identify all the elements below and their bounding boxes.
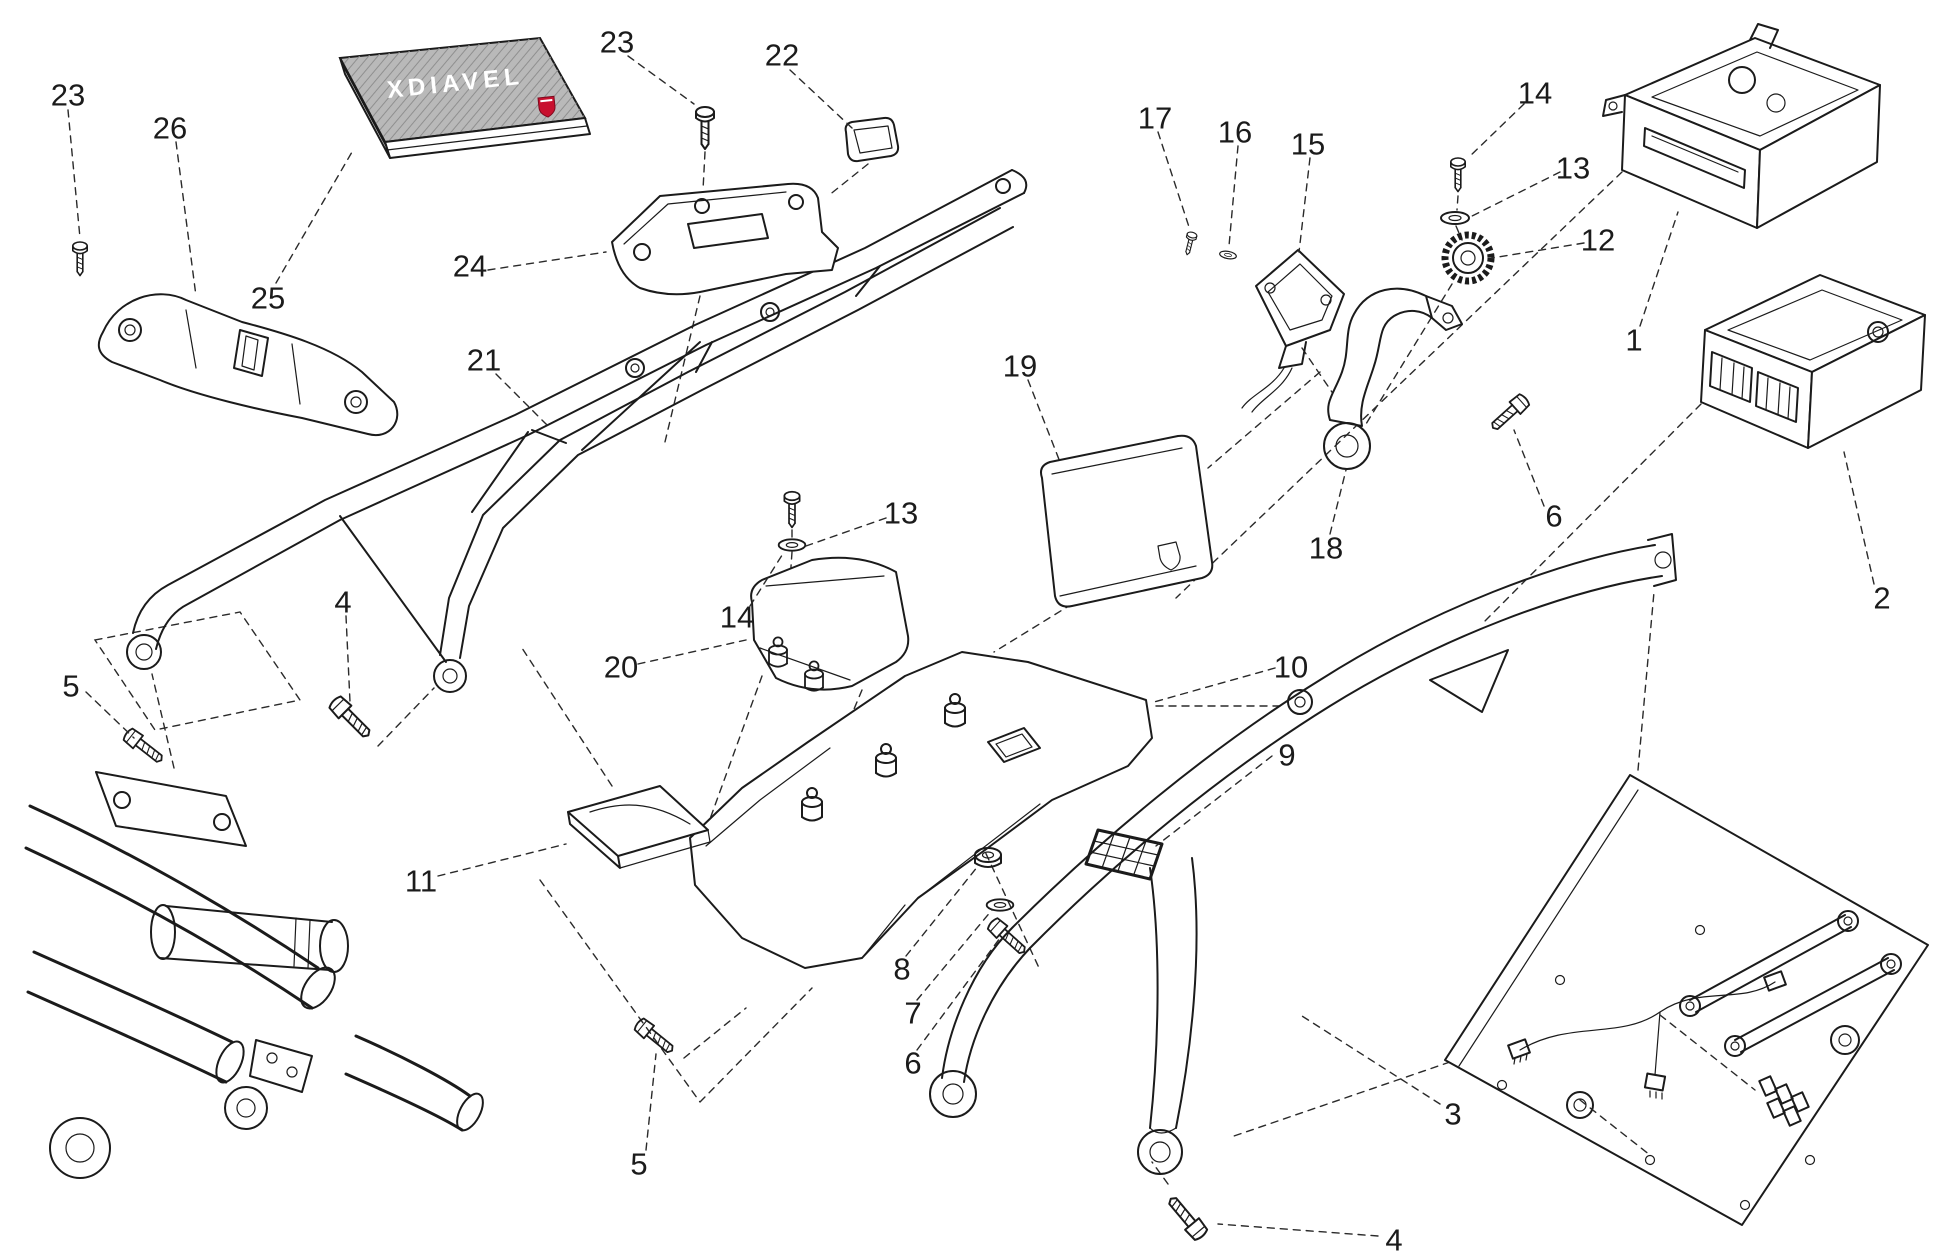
part-tail-fairing-panel	[1444, 774, 1929, 1226]
callout-5-a: 5	[62, 668, 80, 704]
callout-6-a: 6	[1545, 498, 1563, 534]
callout-13-a: 13	[1555, 150, 1591, 186]
callout-16: 16	[1217, 114, 1253, 150]
part-rear-subframe-left-21	[126, 169, 1028, 693]
part-bracket-plate-24	[611, 182, 839, 296]
part-main-frame-fragment	[24, 771, 484, 1179]
part-sensor-15	[1241, 249, 1345, 413]
callout-18: 18	[1308, 530, 1344, 566]
callout-10: 10	[1273, 649, 1309, 685]
part-bracket-26	[97, 293, 399, 437]
part-bracket-assembly-20	[750, 556, 910, 692]
callout-4-a: 4	[334, 584, 352, 620]
callout-15: 15	[1290, 126, 1326, 162]
callout-13-b: 13	[883, 495, 919, 531]
callout-12: 12	[1580, 222, 1616, 258]
callout-21: 21	[466, 342, 502, 378]
part-adhesive-pad-11	[567, 785, 711, 869]
callout-22: 22	[764, 37, 800, 73]
part-damper-12	[1441, 231, 1495, 285]
part-rear-subframe-right-3	[929, 533, 1677, 1175]
callout-14-b: 14	[719, 599, 755, 635]
callout-9: 9	[1278, 737, 1296, 773]
callout-7: 7	[904, 995, 922, 1031]
part-pad-22	[844, 116, 900, 163]
callout-19: 19	[1002, 348, 1038, 384]
part-module-19	[1040, 434, 1214, 608]
callout-3: 3	[1444, 1096, 1462, 1132]
callout-6-b: 6	[904, 1045, 922, 1081]
callout-20: 20	[603, 649, 639, 685]
callout-4-b: 4	[1385, 1222, 1403, 1257]
ducati-logo-icon	[537, 95, 556, 118]
part-owners-manual-25: XDIAVEL	[338, 36, 591, 159]
callout-24: 24	[452, 248, 488, 284]
callout-1: 1	[1625, 322, 1643, 358]
part-bracket-18	[1323, 287, 1463, 470]
callout-23-b: 23	[599, 24, 635, 60]
leader-lines	[67, 55, 1875, 1237]
callout-23-a: 23	[50, 77, 86, 113]
callout-5-b: 5	[630, 1146, 648, 1182]
callout-17: 17	[1137, 100, 1173, 136]
callout-14-a: 14	[1517, 75, 1553, 111]
construction-lines	[93, 151, 1702, 1185]
part-ecu-2	[1700, 274, 1926, 449]
shield-emblem-icon	[1157, 541, 1181, 571]
callout-8: 8	[893, 951, 911, 987]
fuse-box-icon	[1758, 1075, 1810, 1127]
callout-2: 2	[1873, 580, 1891, 616]
connector-block-icon	[1507, 970, 1787, 1100]
callout-26: 26	[152, 110, 188, 146]
callout-25: 25	[250, 280, 286, 316]
part-ecu-1	[1602, 23, 1881, 229]
callout-11: 11	[404, 863, 438, 899]
